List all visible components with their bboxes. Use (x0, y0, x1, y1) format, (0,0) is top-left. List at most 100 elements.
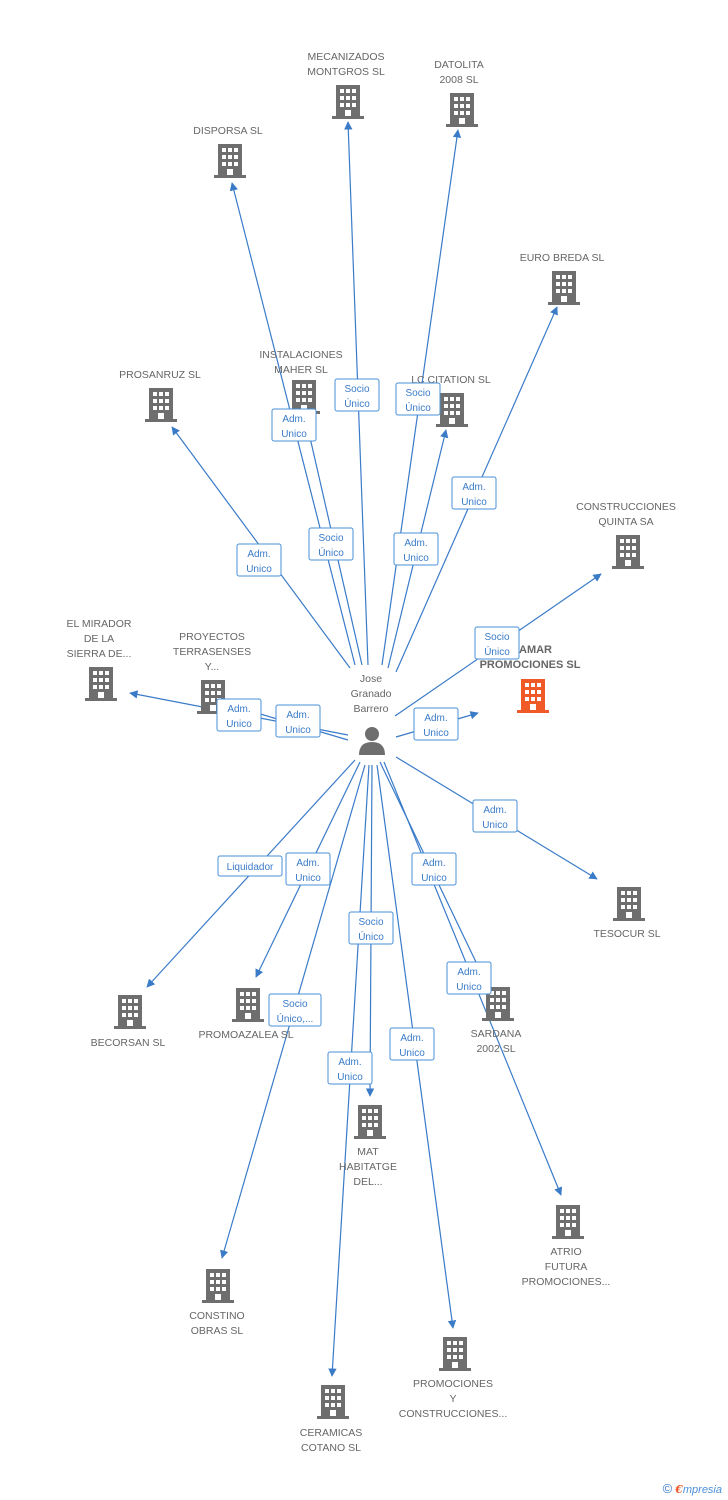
relation-badge-text: Unico (421, 873, 447, 884)
company-label-line: OBRAS SL (191, 1325, 244, 1337)
building-icon (85, 667, 117, 701)
company-label-line: PROMOCIONES SL (480, 659, 581, 671)
company-label-line: Y (449, 1393, 456, 1405)
building-icon (317, 1385, 349, 1419)
relation-badge-text: Unico (281, 429, 307, 440)
relation-badge-text: Unico (337, 1072, 363, 1083)
relation-badge-text: Adm. (282, 414, 305, 425)
relation-badge-text: Adm. (457, 967, 480, 978)
building-icon (436, 393, 468, 427)
company-node-tesocur[interactable]: TESOCUR SL (593, 887, 661, 940)
company-label-line: PROMOAZALEA SL (198, 1029, 293, 1041)
building-icon (548, 271, 580, 305)
company-label-line: MECANIZADOS (307, 51, 384, 63)
company-label-line: CONSTINO (189, 1310, 244, 1322)
company-label-line: MAHER SL (274, 364, 328, 376)
building-icon (439, 1337, 471, 1371)
relation-badge-text: Adm. (422, 858, 445, 869)
relation-badge-text: Único (344, 397, 370, 410)
company-node-promoazalea[interactable]: PROMOAZALEA SL (198, 988, 294, 1041)
company-label-line: 2008 SL (439, 74, 478, 86)
relation-badge-text: Unico (482, 820, 508, 831)
relation-badge-text: Unico (226, 719, 252, 730)
building-icon (612, 535, 644, 569)
relation-badge-constino: SocioÚnico,... (268, 993, 322, 1027)
company-node-atrio-futura[interactable]: ATRIOFUTURAPROMOCIONES... (522, 1205, 611, 1288)
relation-badge-promoazalea: Adm. Unico (285, 852, 331, 886)
relation-badge-text: Único (405, 401, 431, 414)
footer-brand: © €mpresia (663, 1481, 722, 1496)
relation-badge-text: Socio (484, 632, 509, 643)
company-label-line: CONSTRUCCIONES... (399, 1408, 508, 1420)
relation-badge-sardana: Adm. Unico (411, 852, 457, 886)
relation-badge-text: Socio (318, 533, 343, 544)
relation-badge-text: Unico (285, 725, 311, 736)
building-icon (332, 85, 364, 119)
company-node-mecanizados[interactable]: MECANIZADOS MONTGROS SL (307, 51, 385, 119)
relation-badge-text: Unico (461, 497, 487, 508)
company-node-promociones-y-construcciones[interactable]: PROMOCIONES Y CONSTRUCCIONES... (399, 1337, 508, 1420)
relation-badge-el-mirador: Adm. Unico (216, 698, 262, 732)
company-node-proyectos-terrasenses[interactable]: PROYECTOSTERRASENSESY... (173, 631, 251, 714)
relation-badge-text: Unico (403, 553, 429, 564)
building-icon (114, 995, 146, 1029)
company-node-disporsa[interactable]: DISPORSA SL (193, 125, 263, 178)
building-icon (145, 388, 177, 422)
relation-badge-disporsa: Adm. Unico (271, 408, 317, 442)
company-node-euro-breda[interactable]: EURO BREDA SL (520, 252, 605, 305)
company-node-constino[interactable]: CONSTINO OBRAS SL (189, 1269, 245, 1337)
relation-badge-proyectos-terrasenses: Adm.Unico (275, 704, 321, 738)
company-label-line: PROMOCIONES... (522, 1276, 611, 1288)
relation-badge-text: Socio (344, 384, 369, 395)
company-label-line: CERAMICAS (300, 1427, 362, 1439)
badges-layer: SocioÚnicoSocioÚnicoAdm.UnicoAdm.UnicoSo… (216, 378, 520, 1085)
relation-badge-text: Unico (423, 728, 449, 739)
company-label-line: PROMOCIONES (413, 1378, 493, 1390)
relation-badge-text: Socio (282, 999, 307, 1010)
company-label-line: COTANO SL (301, 1442, 361, 1454)
company-label-line: DEL... (353, 1176, 382, 1188)
building-icon (214, 144, 246, 178)
company-label-line: DE LA (84, 633, 114, 645)
company-label-line: CONSTRUCCIONES (576, 501, 676, 513)
center-person[interactable]: Jose Granado Barrero (351, 673, 392, 755)
company-node-ceramicas-cotano[interactable]: CERAMICAS COTANO SL (300, 1385, 362, 1454)
relation-badge-text: Único (318, 546, 344, 559)
company-label-line: TERRASENSES (173, 646, 251, 658)
relation-badge-text: Adm. (400, 1033, 423, 1044)
company-node-prosanruz[interactable]: PROSANRUZ SL (119, 369, 201, 422)
relation-badge-text: Único,... (277, 1012, 314, 1025)
relation-badge-niamar: Adm. Unico (413, 707, 459, 741)
building-icon (232, 988, 264, 1022)
relation-badge-text: Adm. (296, 858, 319, 869)
building-icon (446, 93, 478, 127)
brand-logo-letter: € (675, 1483, 683, 1496)
relation-badge-tesocur: Adm.Unico (472, 799, 518, 833)
center-name-line-3: Barrero (353, 703, 388, 715)
relation-badge-text: Socio (405, 388, 430, 399)
relation-badge-text: Adm. (404, 538, 427, 549)
relation-badge-text: Adm. (424, 713, 447, 724)
relation-badge-text: Unico (295, 873, 321, 884)
relation-badge-text: Adm. (462, 482, 485, 493)
company-label-line: MONTGROS SL (307, 66, 385, 78)
relation-badge-becorsan: Liquidador (217, 855, 283, 877)
company-label-line: BECORSAN SL (91, 1037, 166, 1049)
company-node-becorsan[interactable]: BECORSAN SL (91, 995, 166, 1049)
relation-badge-prosanruz: Adm.Unico (236, 543, 282, 577)
company-label-line: HABITATGE (339, 1161, 397, 1173)
relation-badge-text: Unico (456, 982, 482, 993)
relation-badge-text: Unico (246, 564, 272, 575)
company-node-mat-habitatge[interactable]: MATHABITATGEDEL... (339, 1105, 397, 1188)
company-label-line: Y... (205, 661, 219, 673)
relation-badge-text: Adm. (227, 704, 250, 715)
